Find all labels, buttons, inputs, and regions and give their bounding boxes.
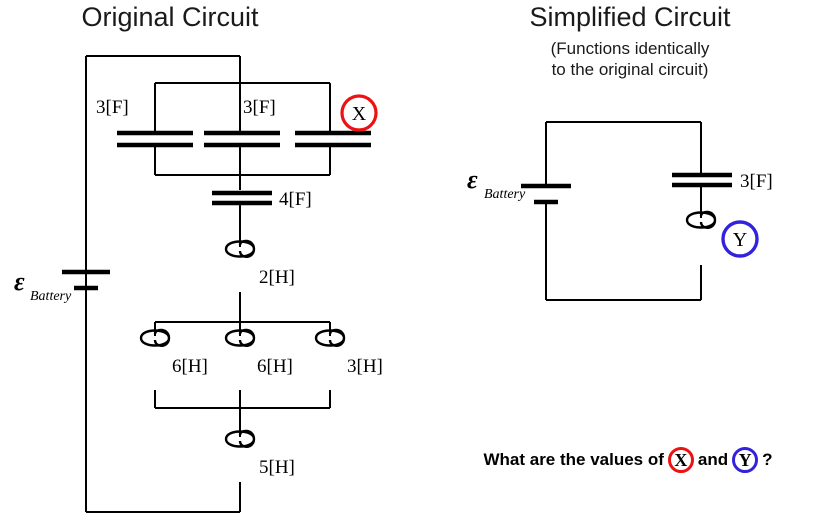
battery-emf-symbol: ε: [14, 267, 25, 296]
inductor-2h-coil: [224, 239, 256, 258]
inductor-5h-label: 5[H]: [259, 457, 295, 478]
question-badge-y: Y: [732, 447, 759, 473]
inductor-left-6h-label: 6[H]: [172, 356, 208, 377]
capacitor-c4-label: 4[F]: [279, 189, 312, 210]
simplified-circuit-subtitle: (Functions identically to the original c…: [470, 38, 790, 80]
inductor-right-3h-coil: [314, 328, 346, 347]
original-circuit-schematic: ε Battery 3[F] 3[F] X 4[F] 2[H]: [14, 55, 383, 513]
simplified-inductor-coil: [685, 210, 717, 229]
question-badge-x: X: [667, 447, 694, 473]
marker-x-letter: X: [352, 103, 367, 125]
inductor-middle-6h-coil: [224, 328, 256, 347]
inductor-right-3h-label: 3[H]: [347, 356, 383, 377]
inductor-left-6h-coil: [139, 328, 171, 347]
question-prefix: What are the values of: [483, 450, 664, 469]
question-suffix: ?: [762, 450, 773, 469]
capacitor-c1-label: 3[F]: [96, 97, 129, 118]
simplified-battery-emf-subscript: Battery: [484, 187, 526, 202]
marker-y-circle: [721, 220, 759, 258]
inductor-5h-coil: [224, 429, 256, 448]
simplified-battery-emf-symbol: ε: [467, 165, 478, 194]
battery-emf-subscript: Battery: [30, 289, 72, 304]
original-circuit-title: Original Circuit: [81, 2, 259, 32]
marker-y-letter: Y: [733, 229, 747, 251]
subtitle-line-2: to the original circuit): [551, 60, 709, 79]
simplified-capacitor-label: 3[F]: [740, 171, 773, 192]
question-conjunction: and: [697, 450, 729, 469]
simplified-circuit-title: Simplified Circuit: [529, 2, 731, 32]
capacitor-c2-label: 3[F]: [243, 97, 276, 118]
marker-x-circle: [340, 94, 378, 132]
inductor-2h-label: 2[H]: [259, 267, 295, 288]
subtitle-line-1: (Functions identically: [550, 39, 710, 58]
inductor-middle-6h-label: 6[H]: [257, 356, 293, 377]
question-prompt: What are the values of X and Y ?: [418, 440, 838, 480]
